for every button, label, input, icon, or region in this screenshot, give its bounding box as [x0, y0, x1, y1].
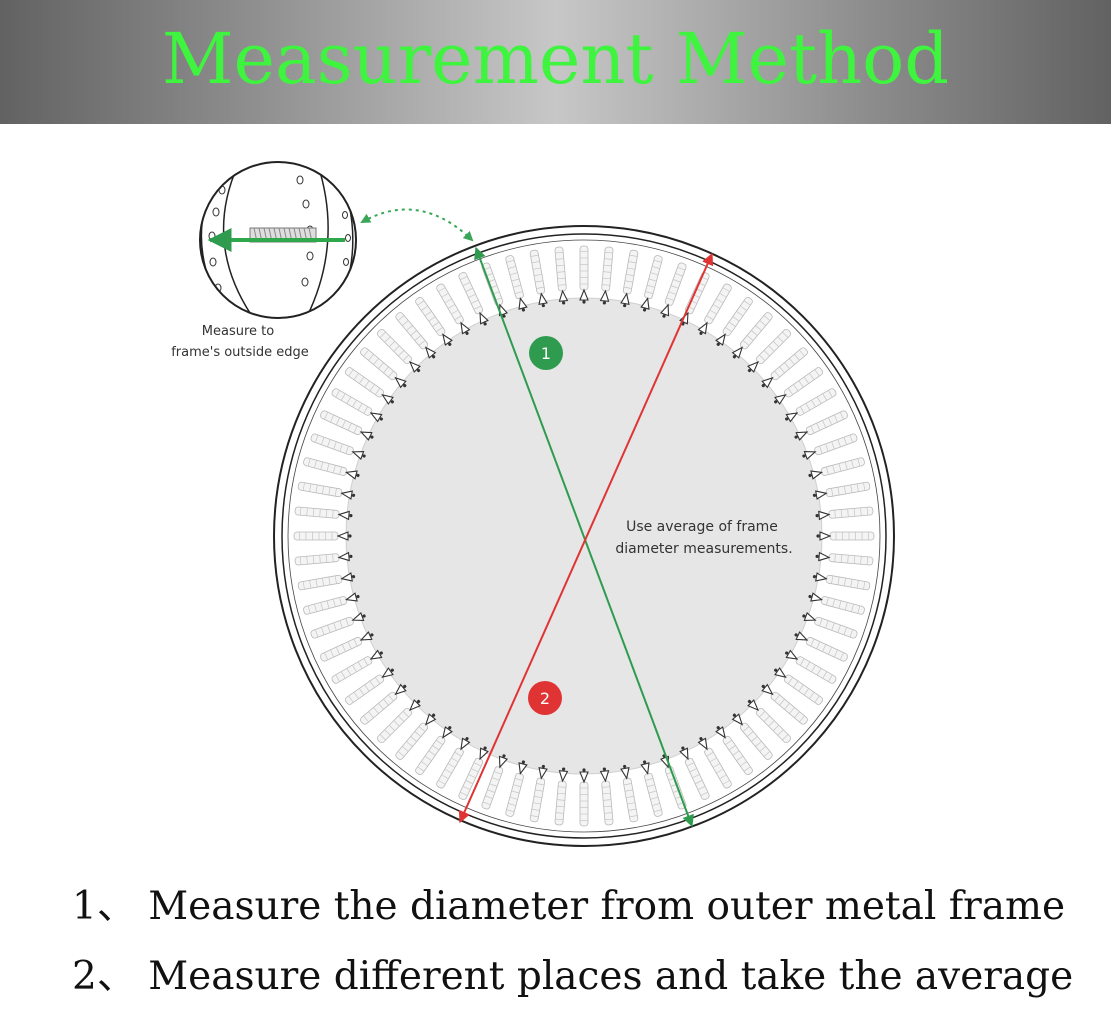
attachment-ring [774, 394, 787, 405]
spring [310, 433, 354, 456]
attachment-ring [715, 333, 726, 346]
spring [814, 616, 858, 639]
attachment-ring [802, 612, 817, 622]
attachment-ring [381, 394, 394, 405]
outer-frame-ring [273, 225, 895, 847]
attachment-ring [340, 490, 356, 500]
attachment-ring [409, 699, 421, 711]
spring [579, 781, 589, 827]
marker-1-label: 1 [541, 344, 551, 363]
marker-1-badge [529, 336, 563, 370]
attachment-ring [731, 346, 744, 359]
instruction-2: 2、 Measure different places and take the… [72, 954, 1074, 999]
attachment-ring [808, 470, 824, 480]
marker-2-badge [528, 681, 562, 715]
spring [360, 347, 398, 381]
attachment-ring [816, 531, 832, 541]
spring [805, 410, 848, 436]
attachment-ring [812, 490, 828, 500]
spring [395, 722, 429, 760]
attachment-ring [715, 726, 726, 739]
attachment-ring [794, 631, 809, 641]
attachment-ring [337, 510, 353, 521]
spring [293, 531, 339, 541]
inset-caption-line-1: Measure to [202, 324, 274, 339]
attachment-ring [812, 572, 828, 582]
attachment-ring [359, 631, 374, 641]
attachment-ring [442, 333, 453, 346]
attachment-ring [394, 683, 407, 696]
inset-caption-line-2: frame's outside edge [171, 345, 309, 360]
center-caption-line-2: diameter measurements. [615, 541, 792, 557]
page-title: Measurement Method [161, 18, 950, 100]
attachment-ring [731, 713, 744, 726]
attachment-ring [359, 431, 374, 441]
attachment-ring [747, 699, 759, 711]
trampoline-diagram: 1 2 Use average of frame diameter measur… [171, 161, 895, 847]
attachment-ring [761, 376, 774, 389]
spring [805, 636, 848, 662]
spring [722, 735, 753, 776]
instruction-1: 1、 Measure the diameter from outer metal… [72, 884, 1066, 929]
measurement-line-2 [458, 252, 714, 824]
attachment-ring [337, 551, 353, 562]
attachment-ring [351, 612, 366, 622]
attachment-ring [808, 592, 824, 602]
attachment-ring [409, 361, 421, 373]
center-caption-line-1: Use average of frame [626, 519, 778, 535]
spring [331, 388, 373, 416]
attachment-ring [340, 572, 356, 582]
spring-band-edge [287, 239, 881, 833]
attachment-ring [344, 592, 360, 602]
attachment-ring [761, 683, 774, 696]
attachment-ring [785, 649, 799, 660]
attachment-ring [802, 450, 817, 460]
attachment-ring [394, 376, 407, 389]
attachment-ring [815, 551, 831, 562]
spring [829, 531, 875, 541]
attachment-ring [424, 346, 437, 359]
attachment-ring [815, 510, 831, 521]
attachment-ring [381, 667, 394, 678]
spring [294, 506, 340, 519]
attachment-ring [774, 667, 787, 678]
spring [436, 747, 464, 789]
attachment-ring [351, 450, 366, 460]
spring [579, 245, 589, 291]
spring [795, 388, 837, 416]
spring [376, 328, 413, 365]
attachment-ring [747, 361, 759, 373]
attachment-ring [785, 412, 799, 423]
header-banner: Measurement Method [0, 0, 1111, 124]
attachment-ring [442, 726, 453, 739]
attachment-ring [369, 649, 383, 660]
attachment-ring [424, 713, 437, 726]
spring [297, 481, 343, 498]
dotted-curved-arrow [360, 208, 474, 242]
spring [395, 312, 429, 350]
spring [739, 722, 773, 760]
attachment-ring [794, 431, 809, 441]
attachment-ring [344, 470, 360, 480]
spring [739, 312, 773, 350]
attachment-ring [369, 412, 383, 423]
magnifier-inset [199, 161, 357, 319]
marker-2-label: 2 [540, 689, 550, 708]
attachment-ring [336, 531, 352, 541]
